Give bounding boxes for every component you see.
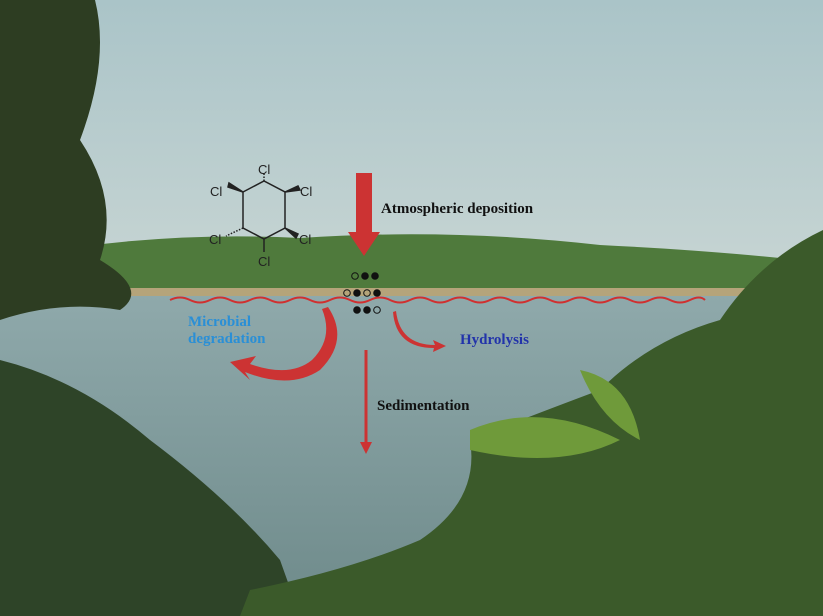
particle-open	[351, 272, 359, 280]
label-microbial-line2: degradation	[188, 331, 266, 347]
label-hydrolysis: Hydrolysis	[460, 332, 529, 348]
atom-cl-lower-right: Cl	[299, 232, 311, 247]
label-atmospheric-deposition: Atmospheric deposition	[381, 201, 534, 217]
particle-filled	[371, 272, 379, 280]
particle-open	[343, 289, 351, 297]
hexachlorocyclohexane-molecule	[225, 172, 302, 252]
hydrolysis-arrow	[393, 311, 446, 352]
atom-cl-upper-left: Cl	[210, 184, 222, 199]
label-microbial-line1: Microbial	[188, 314, 252, 330]
particle-open	[373, 306, 381, 314]
hch-particles	[343, 272, 381, 314]
atom-cl-upper-right: Cl	[300, 184, 312, 199]
water-surface-line	[169, 296, 706, 304]
label-sedimentation: Sedimentation	[377, 398, 470, 414]
particle-open	[363, 289, 371, 297]
banana-leaves	[470, 370, 640, 458]
atmospheric-deposition-arrow	[348, 173, 380, 256]
atom-cl-top: Cl	[258, 162, 270, 177]
foliage-left-top	[0, 0, 132, 320]
particle-filled	[353, 289, 361, 297]
foliage-left-bottom	[0, 360, 300, 616]
particle-filled	[373, 289, 381, 297]
particle-filled	[353, 306, 361, 314]
particle-filled	[363, 306, 371, 314]
label-microbial-degradation: Microbial degradation	[188, 314, 266, 348]
atom-cl-lower-left: Cl	[209, 232, 221, 247]
hills	[0, 234, 780, 300]
particle-filled	[361, 272, 369, 280]
atom-cl-bottom: Cl	[258, 254, 270, 269]
sedimentation-arrow	[360, 350, 372, 454]
shore	[0, 288, 780, 296]
microbial-degradation-arrow	[230, 307, 338, 381]
